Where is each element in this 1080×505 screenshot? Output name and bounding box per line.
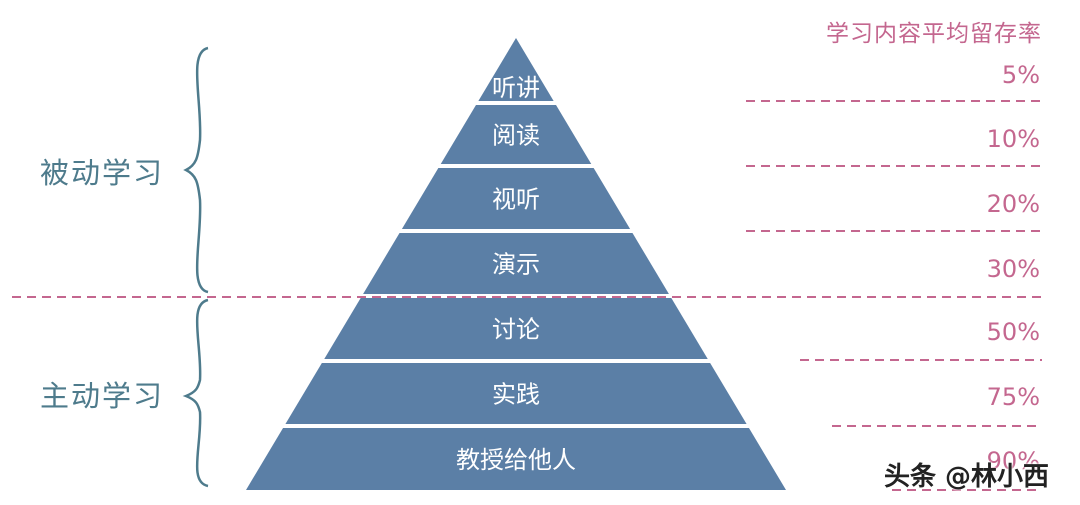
pyramid-layer-3 [401,168,631,229]
pyramid-layer-7 [246,428,786,490]
pyramid-layer-label-5: 讨论 [492,316,540,344]
pyramid-layer-2 [440,105,592,164]
watermark-text: 头条 @林小西 [884,462,1050,492]
passive-learning-label: 被动学习 [40,156,165,190]
active-learning-label: 主动学习 [40,379,165,413]
retention-value-2: 10% [986,125,1040,153]
pyramid-layer-1 [478,38,554,101]
pyramid-layer-label-1: 听讲 [492,74,540,102]
pyramid-layer-6 [285,363,747,424]
pyramid-layer-label-7: 教授给他人 [456,446,576,474]
pyramid-layer-label-4: 演示 [492,251,540,279]
retention-value-1: 5% [1001,61,1040,89]
pyramid-layer-label-2: 阅读 [492,122,540,150]
pyramid-layer-4 [363,233,669,294]
pyramid-layer-5 [324,298,708,359]
retention-value-5: 50% [986,318,1040,346]
retention-value-6: 75% [986,383,1040,411]
passive-brace [183,46,209,294]
retention-value-7: 90% [986,447,1040,475]
active-brace [182,298,209,488]
retention-title: 学习内容平均留存率 [826,21,1042,47]
pyramid-layer-label-3: 视听 [492,186,540,214]
pyramid-layer-label-6: 实践 [492,381,540,409]
retention-value-4: 30% [986,255,1040,283]
retention-value-3: 20% [986,190,1040,218]
